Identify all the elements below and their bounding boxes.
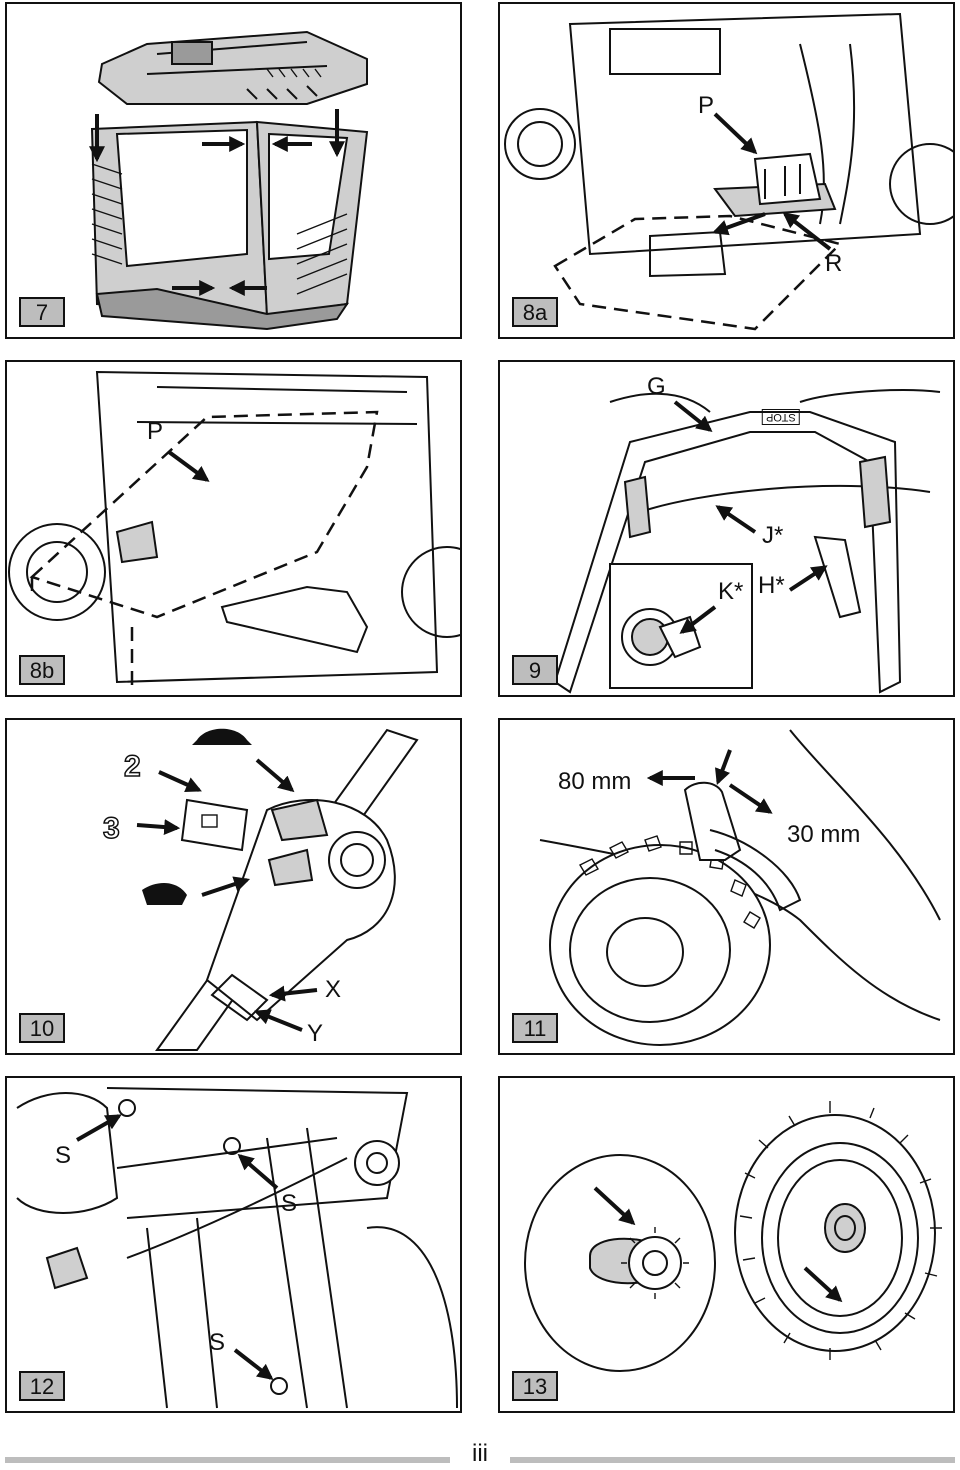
label-80mm: 80 mm bbox=[558, 768, 632, 795]
figure-11-illustration bbox=[539, 729, 941, 1046]
figure-number-7: 7 bbox=[19, 297, 65, 327]
label-p: P bbox=[698, 92, 715, 119]
figure-number-11: 11 bbox=[512, 1013, 558, 1043]
label-30mm: 30 mm bbox=[787, 821, 861, 848]
page-number: iii bbox=[472, 1440, 488, 1467]
figure-7-panel: 7 bbox=[5, 2, 462, 339]
figure-number-12: 12 bbox=[19, 1371, 65, 1401]
figure-12-illustration bbox=[16, 1087, 458, 1409]
figure-number-13: 13 bbox=[512, 1371, 558, 1401]
label-r: R bbox=[825, 250, 843, 277]
figure-8a-illustration bbox=[504, 12, 953, 331]
stop-label: STOP bbox=[762, 409, 800, 425]
label-y: Y bbox=[307, 1020, 324, 1047]
label-p: P bbox=[147, 418, 164, 445]
label-s-2: S bbox=[281, 1190, 298, 1217]
footer-rule-right bbox=[510, 1457, 955, 1463]
label-k: K* bbox=[718, 578, 744, 605]
footer-rule-left bbox=[5, 1457, 450, 1463]
figure-number-10: 10 bbox=[19, 1013, 65, 1043]
figure-9-panel: STOP G J* K* H* 9 bbox=[498, 360, 955, 697]
label-2: 2 bbox=[123, 750, 141, 783]
figure-11-panel: 80 mm 30 mm 11 bbox=[498, 718, 955, 1055]
figure-10-illustration bbox=[136, 728, 419, 1051]
label-s-3: S bbox=[209, 1329, 226, 1356]
label-j: J* bbox=[762, 522, 784, 549]
label-s-1: S bbox=[55, 1142, 72, 1169]
figure-13-illustration bbox=[524, 1101, 942, 1372]
figure-9-illustration bbox=[553, 389, 941, 694]
figure-number-8b: 8b bbox=[19, 655, 65, 685]
figure-number-8a: 8a bbox=[512, 297, 558, 327]
label-x: X bbox=[325, 976, 342, 1003]
figure-12-panel: S S S 12 bbox=[5, 1076, 462, 1413]
figure-13-panel: 13 bbox=[498, 1076, 955, 1413]
label-h: H* bbox=[758, 572, 785, 599]
figure-number-9: 9 bbox=[512, 655, 558, 685]
figure-8b-panel: P 8b bbox=[5, 360, 462, 697]
label-3: 3 bbox=[102, 812, 120, 845]
figure-10-panel: 2 3 X Y 10 bbox=[5, 718, 462, 1055]
figure-8a-panel: P R 8a bbox=[498, 2, 955, 339]
label-g: G bbox=[647, 373, 666, 400]
figure-7-illustration bbox=[89, 30, 369, 331]
figure-8b-illustration bbox=[8, 370, 460, 692]
